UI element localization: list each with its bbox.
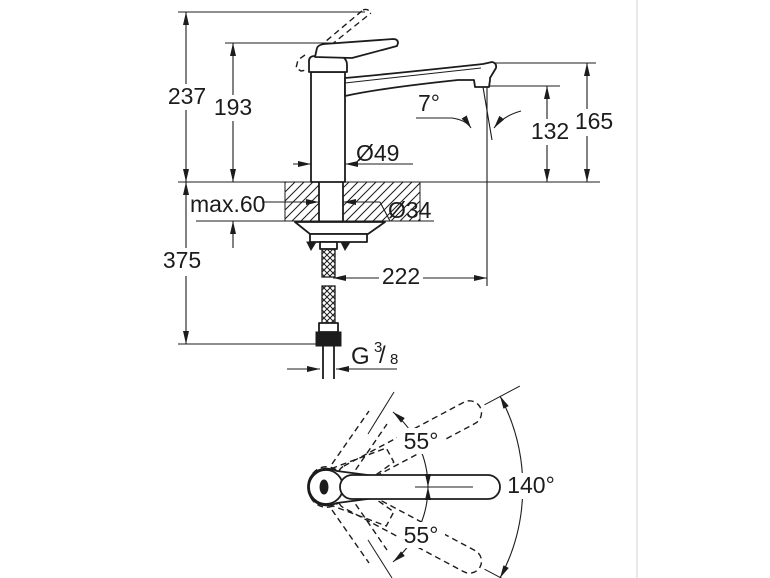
dim-shank-diameter-label: Ø34	[388, 197, 432, 223]
dim-spout-top-height-label: 165	[575, 108, 613, 134]
extension-lines	[178, 11, 600, 345]
faucet-side-outline	[294, 8, 498, 379]
top-view-pivot-dot	[319, 479, 329, 495]
mounting-hardware	[294, 221, 386, 379]
dimension-labels: 237 193 max.60 375 Ø49 Ø34 7° 132 165 22…	[163, 83, 613, 370]
swivel-total-label: 140°	[507, 472, 555, 498]
dim-spout-angle-label: 7°	[418, 90, 440, 116]
swivel-55-boundaries	[331, 391, 395, 578]
handle-lever	[314, 38, 399, 59]
dim-body-diameter-label: Ø49	[356, 140, 399, 166]
angle-label-masks	[397, 428, 560, 548]
dim-below-deck-label: 375	[163, 247, 201, 273]
swivel-lower-label: 55°	[404, 522, 439, 548]
body-column	[310, 71, 346, 183]
top-view: 55° 55° 140°	[307, 385, 560, 578]
thread-size-label: G 3 / 8	[351, 339, 398, 370]
swivel-upper-label: 55°	[404, 428, 439, 454]
label-masks	[160, 84, 618, 291]
faucet-top-outline	[307, 467, 501, 507]
dim-handle-height-label: 193	[214, 94, 252, 120]
thread-slash: /	[379, 342, 386, 369]
handle-raised-dashed	[295, 8, 372, 72]
thread-denominator: 8	[390, 351, 398, 368]
dim-deck-thickness-label: max.60	[190, 191, 265, 217]
dim-outlet-height-label: 132	[531, 118, 569, 144]
dim-total-height-label: 237	[168, 83, 206, 109]
thread-numerator: 3	[374, 339, 382, 356]
side-view: 237 193 max.60 375 Ø49 Ø34 7° 132 165 22…	[160, 8, 618, 379]
dim-spout-reach-label: 222	[382, 263, 420, 289]
angle-labels: 55° 55° 140°	[404, 428, 555, 548]
thread-g: G	[351, 343, 370, 370]
